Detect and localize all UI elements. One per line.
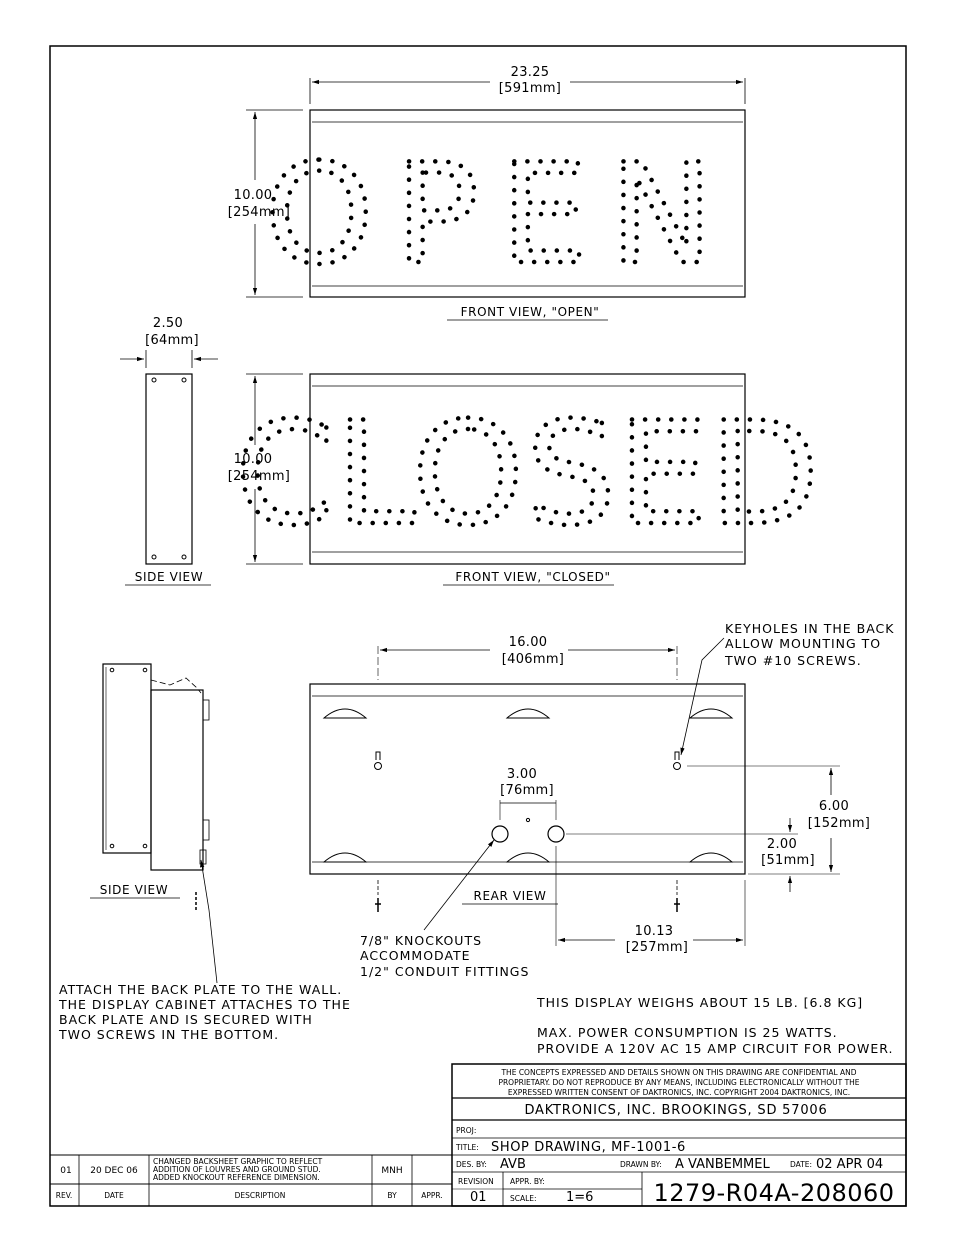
knockout-left	[491, 825, 509, 843]
front-view-closed: CLOSED 10.00 [254mm] FRONT VIEW, "CLOSED…	[228, 373, 821, 586]
rev-row-description: CHANGED BACKSHEET GRAPHIC TO REFLECT ADD…	[153, 1157, 323, 1182]
svg-text:EXPRESSED WRITTEN CONSENT OF D: EXPRESSED WRITTEN CONSENT OF DAKTRONICS,…	[508, 1088, 850, 1097]
title-label: TITLE:	[455, 1143, 479, 1152]
display-cabinet	[150, 689, 204, 871]
svg-text:ATTACH THE BACK PLATE TO THE W: ATTACH THE BACK PLATE TO THE WALL.	[59, 982, 342, 997]
revision-table	[50, 1154, 452, 1206]
side-view-bottom: SIDE VIEW	[90, 663, 218, 984]
closed-sign-cabinet	[309, 373, 746, 565]
rev-header-appr: APPR.	[421, 1191, 443, 1200]
weight-note: THIS DISPLAY WEIGHS ABOUT 15 LB. [6.8 KG…	[536, 995, 863, 1010]
svg-text:MAX. POWER CONSUMPTION IS 25 W: MAX. POWER CONSUMPTION IS 25 WATTS.	[537, 1025, 838, 1040]
svg-text:TWO SCREWS IN THE BOTTOM.: TWO SCREWS IN THE BOTTOM.	[58, 1027, 279, 1042]
knockout-height-dim: 2.00	[767, 837, 797, 852]
ground-stud	[525, 817, 531, 823]
drawn-by: A VANBEMMEL	[675, 1157, 770, 1172]
keyhole-note: KEYHOLES IN THE BACK ALLOW MOUNTING TO T…	[724, 621, 895, 668]
rear-cabinet	[309, 683, 746, 875]
svg-text:PROPRIETARY. DO NOT REPRODUCE: PROPRIETARY. DO NOT REPRODUCE BY ANY MEA…	[498, 1078, 859, 1087]
open-height-dim-mm: [254mm]	[228, 205, 290, 220]
keyhole-left	[374, 751, 382, 770]
open-sign-led-text: OPEN	[265, 134, 735, 295]
drawing-date: 02 APR 04	[816, 1157, 883, 1172]
side-view-bottom-label: SIDE VIEW	[100, 883, 168, 897]
keyhole-spacing-dim: 16.00	[509, 635, 548, 650]
side-width-dim-mm: [64mm]	[145, 333, 199, 348]
keyhole-height-dim: 6.00	[819, 799, 849, 814]
attach-note: ATTACH THE BACK PLATE TO THE WALL. THE D…	[58, 982, 351, 1042]
svg-text:ADDED KNOCKOUT REFERENCE DIMEN: ADDED KNOCKOUT REFERENCE DIMENSION.	[153, 1173, 320, 1182]
rear-view-label: REAR VIEW	[474, 889, 547, 903]
closed-sign-led-text: CLOSED	[235, 392, 821, 557]
keyhole-spacing-dim-mm: [406mm]	[502, 652, 564, 667]
svg-text:PROVIDE A 120V AC 15 AMP CIRCU: PROVIDE A 120V AC 15 AMP CIRCUIT FOR POW…	[537, 1041, 893, 1056]
svg-text:THE CONCEPTS EXPRESSED AND: THE CONCEPTS EXPRESSED AND DETAILS SHOWN…	[500, 1068, 856, 1077]
scale-label: SCALE:	[510, 1194, 537, 1203]
svg-text:7/8" KNOCKOUTS: 7/8" KNOCKOUTS	[360, 933, 482, 948]
closed-height-dim: 10.00	[234, 452, 273, 467]
open-width-dim-mm: [591mm]	[499, 81, 561, 96]
front-view-open: OPEN 23.25 [591mm] 10.00 [254mm] FRONT V…	[228, 65, 746, 321]
date-label: DATE:	[790, 1160, 812, 1169]
appr-by-label: APPR. BY:	[510, 1177, 545, 1186]
rear-view: 16.00 [406mm] 3.00 [76mm] 6.00 [152mm] 2…	[309, 635, 870, 955]
knockout-offset-dim-mm: [257mm]	[626, 940, 688, 955]
des-by: AVB	[500, 1157, 526, 1172]
rev-header-date: DATE	[104, 1191, 124, 1200]
keyhole-right	[673, 751, 681, 770]
back-plate	[102, 663, 152, 854]
knockout-spacing-dim: 3.00	[507, 767, 537, 782]
svg-text:KEYHOLES IN THE BACK: KEYHOLES IN THE BACK	[725, 621, 895, 636]
rev-row-by: MNH	[381, 1166, 402, 1176]
front-view-closed-label: FRONT VIEW, "CLOSED"	[455, 570, 610, 584]
knockout-right	[547, 825, 565, 843]
scale-value: 1=6	[566, 1190, 593, 1205]
svg-text:TWO #10 SCREWS.: TWO #10 SCREWS.	[724, 653, 862, 668]
rev-row-date: 20 DEC 06	[90, 1166, 138, 1176]
confidentiality-notice: THE CONCEPTS EXPRESSED AND DETAILS SHOWN…	[498, 1068, 859, 1097]
svg-text:ACCOMMODATE: ACCOMMODATE	[360, 948, 471, 963]
drawing-title: SHOP DRAWING, MF-1001-6	[491, 1140, 686, 1155]
svg-text:THE DISPLAY CABINET ATTACHES T: THE DISPLAY CABINET ATTACHES TO THE	[58, 997, 351, 1012]
keyhole-height-dim-mm: [152mm]	[808, 816, 870, 831]
drawn-by-label: DRAWN BY:	[620, 1160, 662, 1169]
revision-label: REVISION	[458, 1177, 494, 1186]
drawing-number: 1279-R04A-208060	[653, 1179, 894, 1207]
closed-height-dim-mm: [254mm]	[228, 469, 290, 484]
rev-row-rev: 01	[60, 1166, 71, 1176]
rev-header-by: BY	[387, 1191, 397, 1200]
knockout-offset-dim: 10.13	[635, 924, 674, 939]
open-sign-cabinet	[309, 109, 746, 298]
knockout-height-dim-mm: [51mm]	[761, 853, 815, 868]
svg-text:BACK PLATE AND IS SECURED WITH: BACK PLATE AND IS SECURED WITH	[59, 1012, 313, 1027]
side-view-panel	[145, 373, 193, 565]
rev-header-description: DESCRIPTION	[235, 1191, 286, 1200]
front-view-open-label: FRONT VIEW, "OPEN"	[461, 305, 600, 319]
svg-text:CHANGED BACKSHEET GRAPHIC TO R: CHANGED BACKSHEET GRAPHIC TO REFLECT	[153, 1157, 323, 1166]
louvres	[322, 708, 734, 863]
knockout-note: 7/8" KNOCKOUTS ACCOMMODATE 1/2" CONDUIT …	[360, 933, 529, 979]
svg-text:1/2" CONDUIT FITTINGS: 1/2" CONDUIT FITTINGS	[360, 964, 529, 979]
open-width-dim: 23.25	[511, 65, 550, 80]
revision-number: 01	[470, 1190, 487, 1205]
knockout-spacing-dim-mm: [76mm]	[500, 783, 554, 798]
open-height-dim: 10.00	[234, 188, 273, 203]
side-view-top-label: SIDE VIEW	[135, 570, 203, 584]
svg-text:ALLOW MOUNTING TO: ALLOW MOUNTING TO	[725, 636, 881, 651]
company-name: DAKTRONICS, INC. BROOKINGS, SD 57006	[524, 1103, 827, 1118]
rev-header-rev: REV.	[56, 1191, 73, 1200]
des-by-label: DES. BY:	[456, 1160, 487, 1169]
side-width-dim: 2.50	[153, 316, 183, 331]
title-block	[451, 1063, 907, 1207]
svg-text:ADDITION OF LOUVRES AND GROUND: ADDITION OF LOUVRES AND GROUND STUD.	[153, 1165, 321, 1174]
proj-label: PROJ:	[456, 1126, 476, 1135]
side-view-top: 2.50 [64mm] SIDE VIEW	[120, 316, 218, 586]
power-note: MAX. POWER CONSUMPTION IS 25 WATTS. PROV…	[537, 1025, 893, 1056]
